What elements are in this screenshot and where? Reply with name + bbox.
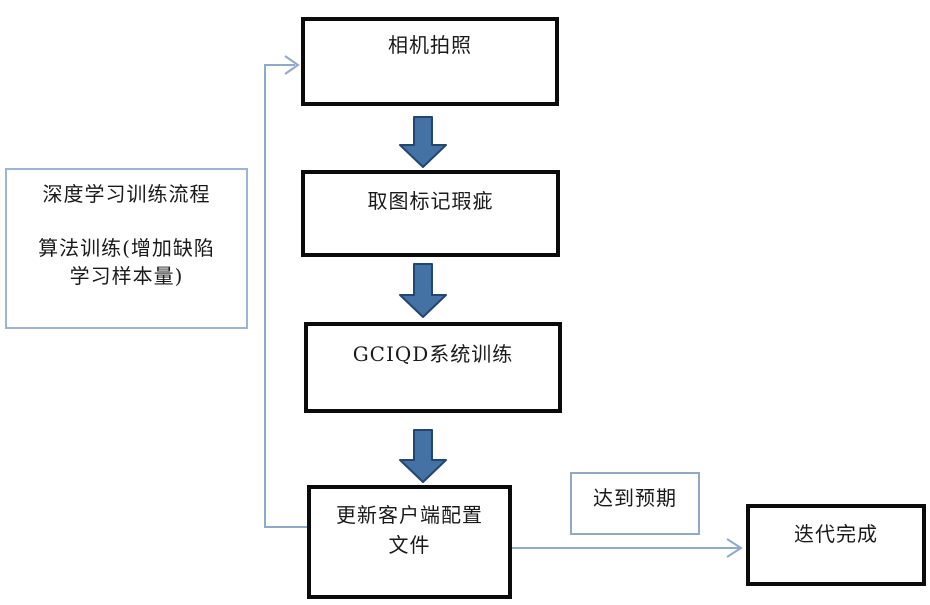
feedback-connector-line (264, 64, 307, 528)
node-gciqd-training: GCIQD系统训练 (304, 322, 562, 413)
node-camera: 相机拍照 (301, 17, 559, 106)
node-update-config-label-line: 文件 (388, 533, 431, 557)
done-arrowhead-icon (726, 538, 743, 558)
down-block-arrow-icon (399, 429, 447, 483)
node-iteration-done: 迭代完成 (746, 504, 926, 586)
feedback-arrowhead-icon (284, 55, 300, 75)
legend-spacer (7, 208, 246, 234)
node-update-config: 更新客户端配置 文件 (307, 485, 512, 599)
down-block-arrow-icon (399, 263, 447, 318)
node-gciqd-training-label: GCIQD系统训练 (352, 342, 514, 366)
node-mark-defects: 取图标记瑕疵 (301, 170, 560, 257)
legend-title: 深度学习训练流程 (42, 182, 211, 206)
legend-box: 深度学习训练流程 算法训练(增加缺陷 学习样本量) (5, 168, 248, 329)
node-mark-defects-label: 取图标记瑕疵 (367, 189, 494, 213)
legend-line: 算法训练(增加缺陷 (38, 236, 215, 260)
node-expected-text: 达到预期 (593, 486, 677, 510)
legend-line: 学习样本量) (69, 264, 184, 288)
node-expected-label: 达到预期 (570, 472, 700, 535)
down-block-arrow-icon (399, 116, 447, 168)
node-update-config-label-line: 更新客户端配置 (336, 503, 483, 527)
node-camera-label: 相机拍照 (388, 33, 472, 57)
node-iteration-done-label: 迭代完成 (794, 522, 878, 546)
